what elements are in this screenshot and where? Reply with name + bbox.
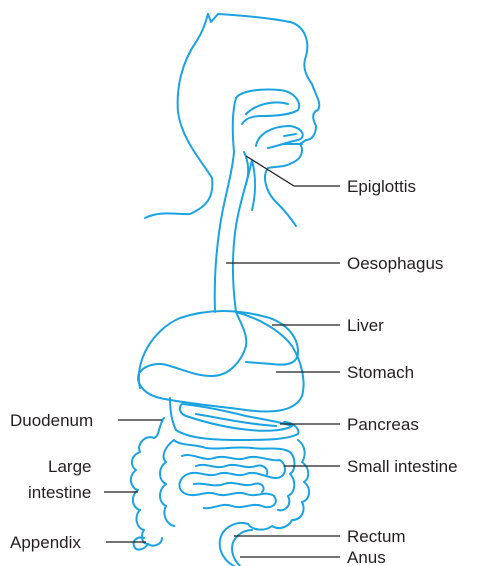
label-anus: Anus [347, 548, 386, 566]
label-large-intestine-line2: intestine [28, 483, 91, 502]
leader-epiglottis [246, 156, 340, 186]
label-epiglottis: Epiglottis [347, 177, 416, 196]
label-stomach: Stomach [347, 363, 414, 382]
label-small-intestine: Small intestine [347, 457, 458, 476]
large-intestine-right [248, 440, 309, 530]
label-large-intestine-line1: Large [48, 457, 91, 476]
label-duodenum: Duodenum [10, 411, 93, 430]
rectum-outline [220, 523, 248, 566]
small-intestine-coils [179, 455, 285, 508]
palate-outline [246, 102, 288, 114]
oesophagus-right-wall [233, 160, 252, 312]
label-pancreas: Pancreas [347, 415, 419, 434]
stomach-outline [138, 312, 304, 411]
label-rectum: Rectum [347, 527, 406, 546]
label-liver: Liver [347, 316, 384, 335]
trachea-line [252, 160, 255, 210]
liver-outline [139, 311, 298, 388]
nasal-cavity-outline [236, 89, 299, 124]
small-intestine-inner [194, 465, 267, 492]
large-intestine-left-inner [160, 440, 174, 526]
large-intestine-outline [131, 418, 164, 546]
label-oesophagus: Oesophagus [347, 254, 443, 273]
label-appendix: Appendix [10, 533, 81, 552]
